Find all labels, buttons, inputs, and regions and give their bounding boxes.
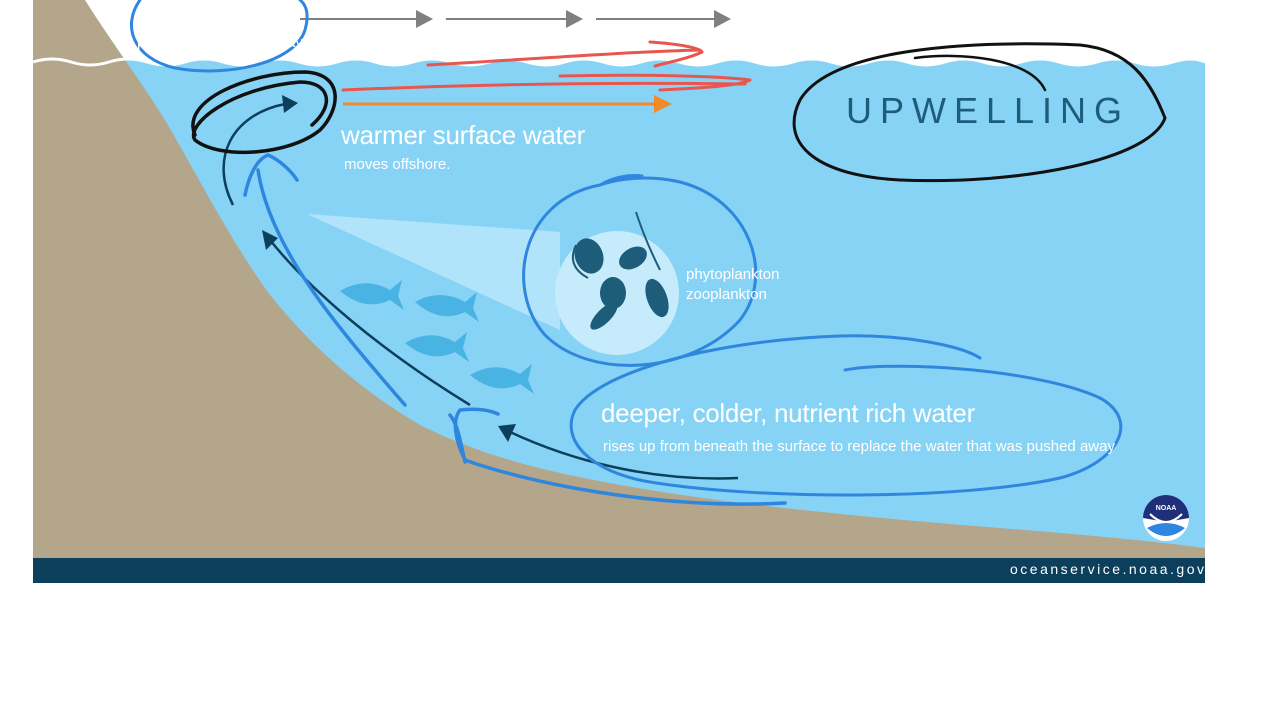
wind-arrows <box>300 10 731 28</box>
warmer-water-caption: moves offshore. <box>344 156 451 173</box>
surface-winds-title: surface winds <box>136 2 289 32</box>
warmer-water-title: warmer surface water <box>341 120 585 150</box>
upwelling-title: UPWELLING <box>846 90 1131 131</box>
footer-url: oceanservice.noaa.gov <box>1010 561 1207 577</box>
surface-wave-line <box>32 57 1206 67</box>
hand-annotations <box>130 0 1167 506</box>
footer-bar <box>33 558 1205 583</box>
fish <box>340 280 404 310</box>
noaa-logo: NOAA <box>1143 495 1189 541</box>
deeper-water-caption: rises up from beneath the surface to rep… <box>603 438 1115 455</box>
phytoplankton-label: phytoplankton <box>686 266 780 283</box>
zoom-beam <box>307 214 560 330</box>
offshore-arrow <box>343 95 672 113</box>
plankton-shapes <box>572 211 669 330</box>
noaa-logo-text: NOAA <box>1156 505 1177 512</box>
fish <box>415 292 479 322</box>
zooplankton-label: zooplankton <box>686 286 767 303</box>
seabed-land <box>33 0 1205 558</box>
fish-school <box>340 280 534 394</box>
current-arrows <box>222 95 739 480</box>
surface-winds-caption: push surface water away from an area. <box>137 34 397 51</box>
fish <box>405 332 469 362</box>
fish <box>470 364 534 394</box>
deeper-water-title: deeper, colder, nutrient rich water <box>601 398 975 428</box>
